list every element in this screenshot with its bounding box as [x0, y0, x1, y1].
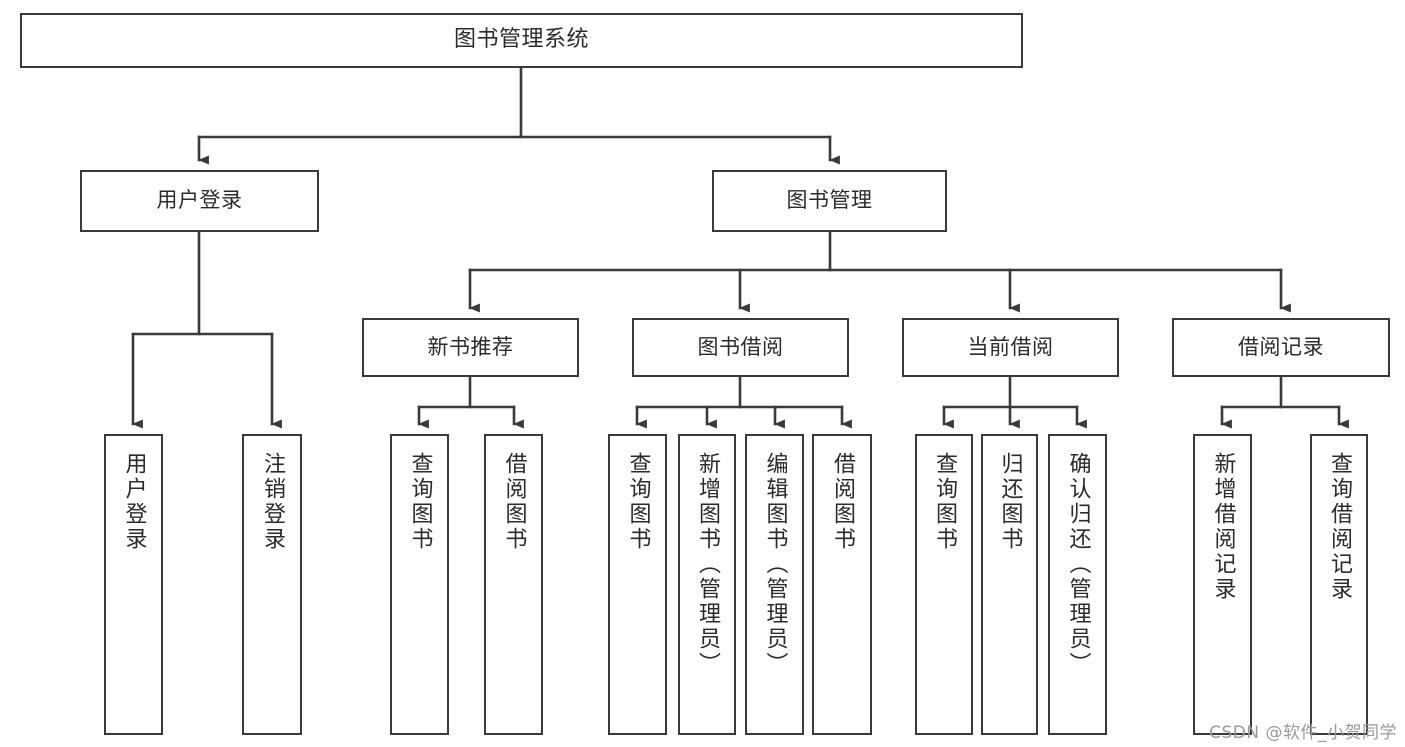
node-label: 注销登录	[260, 452, 285, 552]
node-user-login[interactable]: 用户登录	[80, 170, 319, 232]
node-leaf-query-record[interactable]: 查询借阅记录	[1310, 434, 1368, 735]
node-leaf-query-book-2[interactable]: 查询图书	[608, 434, 667, 735]
node-label: 确认归还（管理员）	[1065, 452, 1091, 677]
node-label: 图书借阅	[697, 334, 784, 359]
node-label: 查询图书	[407, 452, 433, 552]
node-label: 借阅图书	[501, 452, 527, 552]
node-label: 归还图书	[997, 452, 1023, 552]
node-leaf-borrow-book-2[interactable]: 借阅图书	[812, 434, 872, 735]
node-leaf-return-book[interactable]: 归还图书	[981, 434, 1038, 735]
node-label: 新书推荐	[427, 334, 514, 359]
node-label: 借阅记录	[1238, 334, 1324, 359]
node-book-borrow[interactable]: 图书借阅	[632, 318, 849, 377]
node-book-management[interactable]: 图书管理	[712, 170, 947, 232]
node-leaf-confirm-return[interactable]: 确认归还（管理员）	[1048, 434, 1107, 735]
node-label: 当前借阅	[967, 334, 1054, 359]
node-leaf-query-book-1[interactable]: 查询图书	[390, 434, 449, 735]
node-leaf-query-book-3[interactable]: 查询图书	[915, 434, 973, 735]
node-leaf-add-book[interactable]: 新增图书（管理员）	[678, 434, 736, 735]
node-new-book-recommend[interactable]: 新书推荐	[362, 318, 579, 377]
node-label: 新增图书（管理员）	[695, 452, 720, 677]
node-label: 新增借阅记录	[1210, 452, 1236, 602]
node-label: 图书管理	[786, 188, 873, 213]
node-leaf-user-login[interactable]: 用户登录	[104, 434, 163, 735]
watermark-text: CSDN @软件_小贺同学	[1209, 723, 1397, 743]
node-label: 用户登录	[121, 452, 147, 552]
node-label: 查询图书	[625, 452, 651, 552]
node-leaf-edit-book[interactable]: 编辑图书（管理员）	[745, 434, 804, 735]
node-label: 编辑图书（管理员）	[762, 452, 788, 677]
node-root-book-management-system[interactable]: 图书管理系统	[20, 13, 1023, 68]
node-label: 用户登录	[156, 188, 243, 213]
node-label: 查询图书	[932, 452, 957, 552]
node-label: 查询借阅记录	[1327, 452, 1352, 602]
node-label: 图书管理系统	[453, 27, 589, 53]
node-leaf-logout-login[interactable]: 注销登录	[242, 434, 302, 735]
node-label: 借阅图书	[830, 452, 855, 552]
node-current-borrow[interactable]: 当前借阅	[902, 318, 1119, 377]
node-leaf-borrow-book-1[interactable]: 借阅图书	[484, 434, 543, 735]
node-leaf-add-record[interactable]: 新增借阅记录	[1193, 434, 1252, 735]
node-borrow-record[interactable]: 借阅记录	[1172, 318, 1390, 377]
